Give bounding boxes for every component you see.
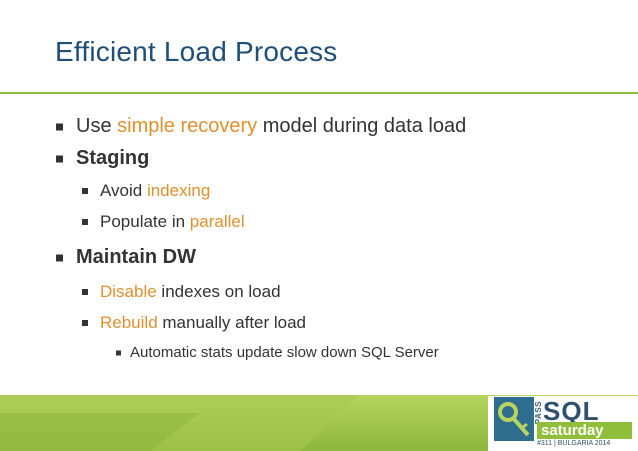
bullet-highlight: indexing bbox=[146, 181, 211, 200]
bullet-marker-icon bbox=[56, 155, 63, 162]
bullet-marker-icon bbox=[116, 350, 121, 355]
bullet-text-pre: Avoid bbox=[100, 181, 147, 200]
bullet-text: Automatic stats update slow down SQL Ser… bbox=[130, 344, 439, 361]
bullet-highlight: parallel bbox=[189, 212, 245, 231]
bullet-text: Staging bbox=[76, 147, 150, 169]
logo-event-text: #311 | BULGARIA 2014 bbox=[537, 440, 611, 447]
bullet-rebuild: Rebuild manually after load bbox=[82, 313, 306, 333]
bullet-text: Maintain DW bbox=[76, 246, 196, 268]
bullet-text-post: manually after load bbox=[157, 313, 307, 332]
bullet-marker-icon bbox=[82, 188, 88, 194]
logo-saturday-text: saturday bbox=[537, 422, 632, 439]
bullet-marker-icon bbox=[82, 219, 88, 225]
logo-pass-text: PASS bbox=[534, 401, 543, 425]
bullet-avoid-indexing: Avoid indexing bbox=[82, 181, 210, 201]
bullet-disable-indexes: Disable indexes on load bbox=[82, 282, 281, 302]
bullet-populate-parallel: Populate in parallel bbox=[82, 212, 245, 232]
bullet-highlight: simple recovery bbox=[117, 115, 258, 137]
bullet-text-pre: Use bbox=[76, 115, 118, 137]
bullet-text-pre: Populate in bbox=[100, 212, 190, 231]
bullet-staging: Staging bbox=[56, 147, 149, 170]
bullet-text-post: model during data load bbox=[257, 115, 467, 137]
bullet-auto-stats: Automatic stats update slow down SQL Ser… bbox=[116, 344, 439, 361]
title-divider bbox=[0, 92, 638, 94]
bullet-highlight: Rebuild bbox=[100, 313, 158, 332]
slide-title: Efficient Load Process bbox=[55, 36, 338, 67]
bullet-highlight: Disable bbox=[100, 282, 157, 301]
bullet-maintain-dw: Maintain DW bbox=[56, 246, 196, 269]
bullet-text-post: indexes on load bbox=[156, 282, 281, 301]
bullet-marker-icon bbox=[56, 254, 63, 261]
key-icon bbox=[494, 397, 534, 441]
footer-decoration bbox=[0, 395, 360, 451]
bullet-marker-icon bbox=[82, 320, 88, 326]
logo-sql-text: SQL bbox=[543, 396, 600, 426]
bullet-recovery-model: Use simple recovery model during data lo… bbox=[56, 115, 466, 138]
bullet-marker-icon bbox=[56, 123, 63, 130]
bullet-marker-icon bbox=[82, 289, 88, 295]
